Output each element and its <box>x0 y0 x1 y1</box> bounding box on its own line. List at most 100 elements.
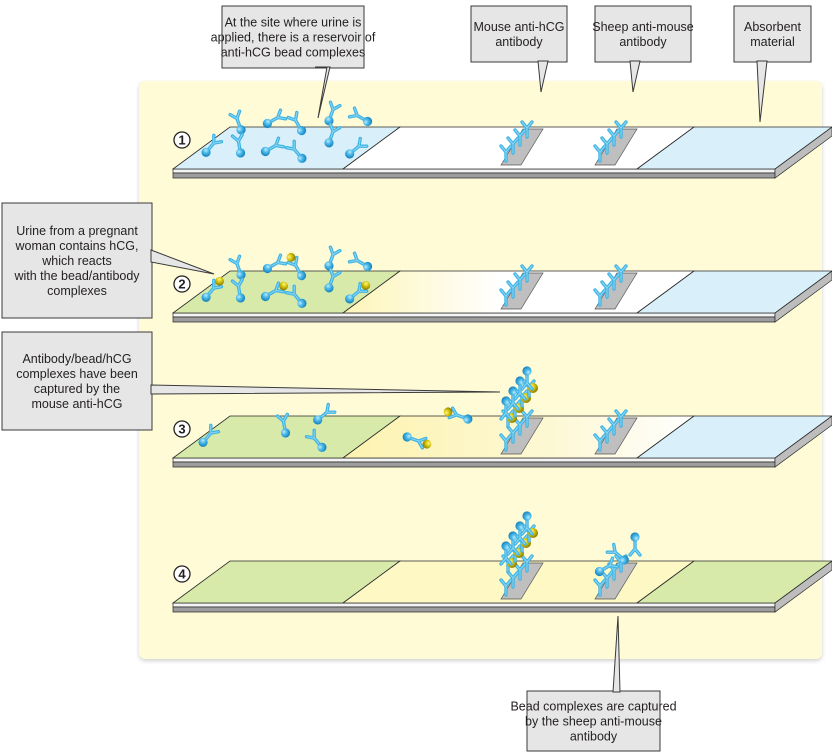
bead-icon <box>235 148 246 158</box>
bead-icon <box>463 414 473 424</box>
bead-icon <box>630 532 640 542</box>
step-number: 2 <box>178 277 185 292</box>
bead-icon <box>515 521 525 531</box>
antibody-icon <box>323 267 342 293</box>
absorbent-pad <box>635 415 832 459</box>
strip-edge <box>172 457 776 463</box>
bead-icon <box>345 149 355 159</box>
bead-icon <box>296 125 307 136</box>
bead-icon <box>522 511 532 521</box>
antibody-icon <box>513 521 527 546</box>
antibody-icon <box>345 281 371 304</box>
callout-text: which reacts <box>41 254 111 268</box>
bead-icon <box>201 147 211 157</box>
callout-text: mouse anti-hCG <box>31 397 122 411</box>
strip-edge <box>172 312 776 318</box>
bead-icon <box>619 555 629 565</box>
bead-icon <box>313 415 323 425</box>
bead-icon <box>345 294 355 304</box>
antibody-icon <box>228 254 247 280</box>
bead-icon <box>402 432 412 442</box>
callout-text: complexes <box>47 284 107 298</box>
callout-pointer <box>537 60 549 93</box>
bead-icon <box>296 270 307 281</box>
step-number: 3 <box>178 422 185 437</box>
antibody-icon <box>402 431 432 450</box>
strip-backing <box>172 172 776 179</box>
bead-icon <box>522 366 532 376</box>
antibody-icon <box>262 108 288 129</box>
bead-icon <box>260 146 271 157</box>
antibody-icon <box>198 423 221 447</box>
antibody-icon <box>313 402 337 425</box>
callout-text: applied, there is a reservoir of <box>211 31 376 45</box>
bead-icon <box>362 261 373 272</box>
antibody-icon <box>323 122 342 148</box>
bead-icon <box>362 116 373 127</box>
bead-icon <box>515 376 525 386</box>
hcg-icon <box>361 281 371 290</box>
antibody-icon <box>605 542 629 565</box>
callout-text: Antibody/bead/hCG <box>22 352 131 366</box>
antibody-icon <box>513 376 527 401</box>
strip-backing <box>172 606 776 613</box>
antibody-icon <box>347 251 373 272</box>
antibody-icon <box>275 412 292 438</box>
callout-text: anti-hCG bead complexes <box>221 46 366 60</box>
callout-pointer <box>612 615 621 693</box>
step-number: 1 <box>178 133 185 148</box>
callout-text: with the bead/antibody <box>13 269 140 283</box>
bead-icon <box>297 153 307 163</box>
callout-box <box>733 5 812 63</box>
antibody-icon <box>201 133 224 157</box>
callout-text: antibody <box>570 730 618 744</box>
bead-icon <box>262 118 273 129</box>
callout-text: complexes have been <box>16 367 138 381</box>
strip-step-3: 3 <box>171 366 832 468</box>
callout-text: Mouse anti-hCG <box>473 20 564 34</box>
bead-icon <box>594 566 605 577</box>
hcg-icon <box>422 439 432 449</box>
hcg-icon <box>279 281 288 291</box>
step-badge <box>173 131 191 149</box>
callout-pointer <box>629 60 641 93</box>
bead-icon <box>198 437 208 447</box>
antibody-icon <box>520 511 534 536</box>
bead-icon <box>297 298 307 308</box>
antibody-icon <box>499 541 513 566</box>
callout-pointer <box>315 66 331 119</box>
callout-text: material <box>750 35 794 49</box>
antibody-icon <box>345 136 369 159</box>
bead-icon <box>324 138 334 148</box>
callout-text: Bead complexes are captured <box>510 700 676 714</box>
antibody-icon <box>230 277 247 303</box>
antibody-icon <box>260 281 288 302</box>
antibody-icon <box>304 428 327 452</box>
antibody-icon <box>260 136 286 157</box>
step-badge <box>173 565 191 583</box>
antibody-icon <box>230 132 247 158</box>
antibody-icon <box>284 284 307 308</box>
bead-icon <box>508 531 518 541</box>
bead-icon <box>201 292 211 302</box>
strip-backing <box>172 461 776 468</box>
bead-icon <box>235 293 246 303</box>
callout-text: woman contains hCG, <box>15 239 139 253</box>
callout-box <box>221 5 365 69</box>
callout-text: Sheep anti-mouse <box>592 20 694 34</box>
callout-text: captured by the <box>34 382 120 396</box>
step-badge <box>173 275 191 293</box>
antibody-icon <box>520 366 534 391</box>
callout-box <box>1 331 153 431</box>
callout-box <box>526 690 661 752</box>
strip-step-2: 2 <box>171 245 832 323</box>
strip-step-4: 4 <box>171 511 832 613</box>
callout-pointer <box>150 249 215 275</box>
